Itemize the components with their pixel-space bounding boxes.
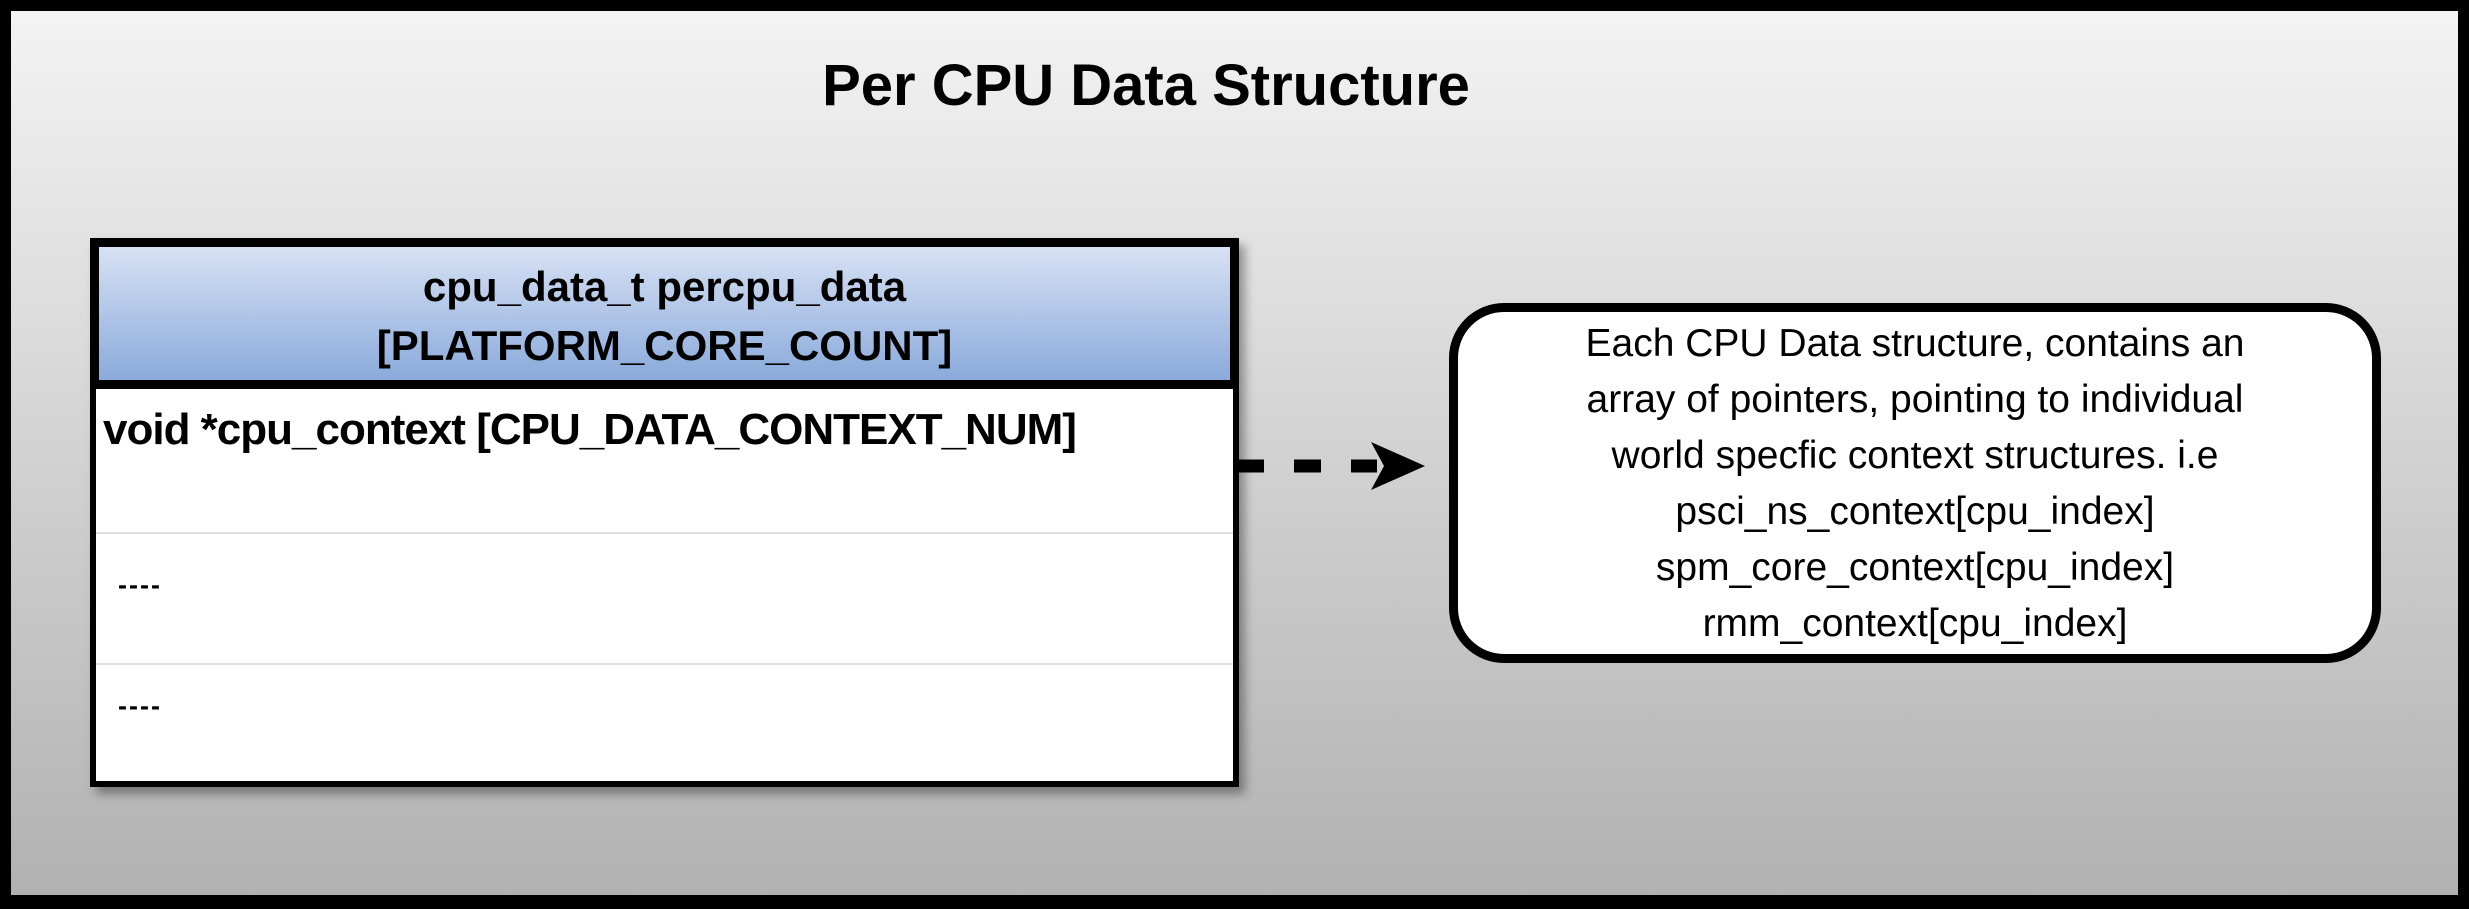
page-title: Per CPU Data Structure <box>822 53 1470 118</box>
table-header: cpu_data_t percpu_data [PLATFORM_CORE_CO… <box>90 238 1239 389</box>
table-row: ---- <box>96 534 1233 665</box>
table-row: ---- <box>118 691 162 721</box>
table-body: void *cpu_context [CPU_DATA_CONTEXT_NUM]… <box>90 389 1239 787</box>
cpu-data-table: cpu_data_t percpu_data [PLATFORM_CORE_CO… <box>90 238 1239 787</box>
cpu-data-callout: Each CPU Data structure, contains an arr… <box>1449 303 2381 663</box>
dashed-arrow-icon <box>1237 442 1425 490</box>
table-row: void *cpu_context [CPU_DATA_CONTEXT_NUM] <box>96 389 1233 534</box>
